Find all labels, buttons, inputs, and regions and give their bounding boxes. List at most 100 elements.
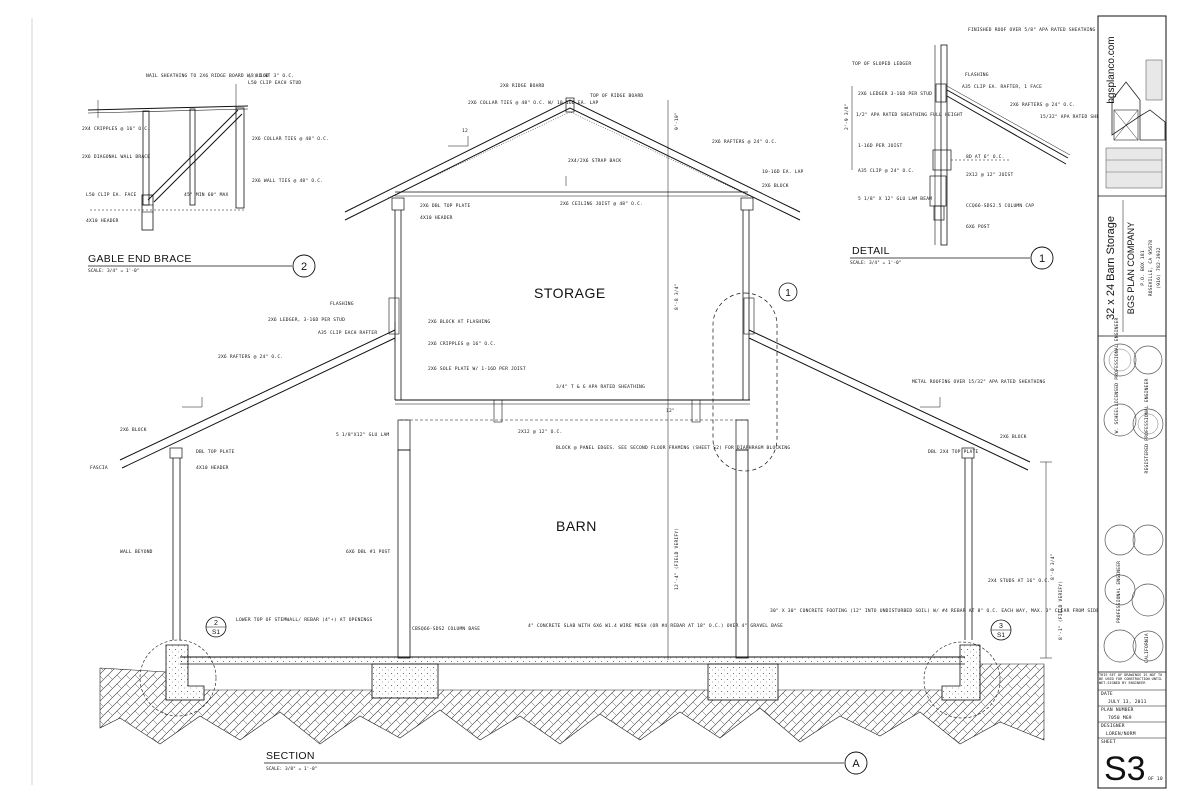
section-note-a35: A35 CLIP EACH RAFTER xyxy=(318,330,377,336)
section-note-header-left: 4X10 HEADER xyxy=(196,465,229,471)
section-note-block-top: 2X6 BLOCK xyxy=(762,183,789,189)
title-block-website: bgsplanco.com xyxy=(1106,36,1117,103)
section-dim-right: 8'-0 3/4" xyxy=(1050,553,1056,580)
gable-note-clip-top: L50 CLIP EACH STUD xyxy=(248,80,301,86)
detail-note-sheathing-left: 1/2" APA RATED SHEATHING FULL HEIGHT xyxy=(856,112,963,118)
section-note-block-left: 2X6 BLOCK xyxy=(120,427,147,433)
section-note-sole-plate: 2X6 SOLE PLATE W/ 1-16D PER JOIST xyxy=(428,366,526,372)
gable-note-cripples: 2X4 CRIPPLES @ 16" O.C. xyxy=(82,126,150,132)
section-note-slab: 4" CONCRETE SLAB WITH 6X6 W1.4 WIRE MESH… xyxy=(528,623,783,629)
title-block-phone: (916) 782-3932 xyxy=(1156,247,1162,289)
section-dim-right-field: 8'-1" (FIELD VERIFY) xyxy=(1058,581,1064,640)
section-marker-letter: A xyxy=(852,758,860,770)
section-note-studs: 2X4 STUDS AT 16" O.C. xyxy=(988,578,1050,584)
section-note-dbl-top-plate: 2X6 DBL TOP PLATE xyxy=(420,203,470,209)
section-note-wall-beyond: WALL BEYOND xyxy=(120,549,153,555)
section-note-column-base: CBSQ66-SDS2 COLUMN BASE xyxy=(412,626,480,632)
section-title: SECTION xyxy=(266,750,315,762)
section-note-strap: 2X4/2X6 STRAP BACK xyxy=(568,158,621,164)
gable-note-diagonal: 2X6 DIAGONAL WALL BRACE xyxy=(82,154,150,160)
gable-note-wall-ties: 2X6 WALL TIES @ 48" O.C. xyxy=(252,178,323,184)
detail-note-joist-nail: 1-16D PER JOIST xyxy=(858,143,903,149)
engineer-stamp-seals xyxy=(1103,343,1165,663)
detail-note-a35: A35 CLIP EA. RAFTER, 1 FACE xyxy=(962,84,1042,90)
gable-note-header: 4X10 HEADER xyxy=(86,218,119,224)
section-note-fascia: FASCIA xyxy=(90,465,108,471)
detail-note-post: 6X6 POST xyxy=(966,224,990,230)
detail-note-nails-8d: 8D AT 6" O.C. xyxy=(966,154,1005,160)
gable-end-brace-title: GABLE END BRACE xyxy=(88,253,192,265)
title-block-disclaimer: THIS SET OF DRAWINGS IS NOT TO BE USED F… xyxy=(1099,673,1163,685)
callout-2-number: 2 xyxy=(214,620,218,627)
section-scale: SCALE: 3/8" = 1'-0" xyxy=(266,766,317,772)
barn-logo-icon xyxy=(1105,59,1166,189)
stamp-text-state: CALIFORNIA xyxy=(1144,633,1150,663)
detail-note-joist: 2X12 @ 12" JOIST xyxy=(966,172,1013,178)
callout-1-number: 1 xyxy=(785,288,791,299)
section-note-nails-lap: 10-16D EA. LAP xyxy=(762,169,804,175)
stamp-text-licensed: LICENSED PROFESSIONAL ENGINEER xyxy=(1114,317,1120,406)
date-value: JULY 13, 2011 xyxy=(1108,699,1147,705)
detail-note-glulam: 5 1/8" X 12" GLU LAM BEAM xyxy=(858,196,932,202)
detail-note-rafters: 2X6 RAFTERS @ 24" O.C. xyxy=(1010,102,1075,108)
sheet-label: SHEET xyxy=(1101,739,1116,745)
section-note-ridge: 2X8 RIDGE BOARD xyxy=(500,83,545,89)
gable-scale: SCALE: 3/4" = 1'-0" xyxy=(88,268,139,274)
detail-note-sheathing-right: 15/32" APA RATED SHEATHING xyxy=(1040,114,1117,120)
detail-note-flashing: FLASHING xyxy=(965,72,989,78)
section-note-joists: 2X12 @ 12" O.C. xyxy=(518,429,563,435)
section-pitch-12: 12 xyxy=(462,128,468,134)
section-note-post: 6X6 DBL #1 POST xyxy=(346,549,391,555)
gable-note-clip-bottom: L50 CLIP EA. FACE xyxy=(86,192,136,198)
callout-3-number: 3 xyxy=(999,623,1003,630)
detail-marker-number: 1 xyxy=(1039,253,1045,265)
detail-note-top-ledger: TOP OF SLOPED LEDGER xyxy=(852,61,911,67)
detail-marker-circle xyxy=(1030,246,1054,270)
designer-label: DESIGNER xyxy=(1101,723,1125,729)
section-note-glulam: 5 1/8"X12" GLU LAM xyxy=(336,432,389,438)
detail-title: DETAIL xyxy=(852,245,890,257)
section-dim-upper: 9'-10" xyxy=(674,112,680,130)
title-block-address1: P.O. BOX 181 xyxy=(1140,250,1146,286)
stamp-text-name: W. SCHEEL xyxy=(1114,407,1120,434)
designer-value: LOREN/NORM xyxy=(1106,731,1136,737)
gable-note-collar: 2X6 COLLAR TIES @ 48" O.C. xyxy=(252,136,329,142)
title-block-address2: ROSEVILLE, CA 95678 xyxy=(1148,240,1154,296)
section-note-block-right: 2X6 BLOCK xyxy=(1000,434,1027,440)
detail-note-metal-roof: FINISHED ROOF OVER 5/8" APA RATED SHEATH… xyxy=(968,27,1096,33)
room-label-barn: BARN xyxy=(556,518,597,534)
section-note-block-flashing: 2X6 BLOCK AT FLASHING xyxy=(428,319,490,325)
section-note-metal-roof: METAL ROOFING OVER 15/32" APA RATED SHEA… xyxy=(912,379,1045,385)
gable-end-brace-detail xyxy=(87,84,249,231)
section-note-rafters-upper: 2X6 RAFTERS @ 24" O.C. xyxy=(712,139,777,145)
detail-note-ledger: 2X6 LEDGER 3-16D PER STUD xyxy=(858,91,932,97)
plan-number-value: 7050 MG9 xyxy=(1108,715,1132,721)
detail-scale: SCALE: 3/4" = 1'-0" xyxy=(850,260,901,266)
detail-1-drawing xyxy=(851,44,1071,246)
section-note-flashing: FLASHING xyxy=(330,301,354,307)
section-dim-floor: 12" xyxy=(666,408,675,414)
section-note-dbl-2x4-top: DBL 2X4 TOP PLATE xyxy=(928,449,978,455)
detail-note-column-cap: CCQ66-SDS2.5 COLUMN CAP xyxy=(966,203,1034,209)
section-note-stemwall: LOWER TOP OF STEMWALL/ REBAR (4"+) AT OP… xyxy=(236,617,372,623)
section-note-top-ridge: TOP OF RIDGE BOARD xyxy=(590,93,643,99)
callout-2-sheet: S1 xyxy=(212,629,220,636)
stamp-text-professional: PROFESSIONAL ENGINEER xyxy=(1116,561,1122,623)
section-note-ledger: 2X6 LEDGER, 3-16D PER STUD xyxy=(268,317,345,323)
section-note-tg: 3/4" T & G APA RATED SHEATHING xyxy=(556,384,645,390)
section-dim-storage: 8'-8 3/4" xyxy=(674,283,680,310)
section-note-blocking: BLOCK @ PANEL EDGES. SEE SECOND FLOOR FR… xyxy=(556,445,790,451)
section-note-dbl-top-left: DBL TOP PLATE xyxy=(196,449,235,455)
section-note-rafters-lower: 2X6 RAFTERS @ 24" O.C. xyxy=(218,354,283,360)
gable-note-angle: 45° MIN 60° MAX xyxy=(184,192,229,198)
gable-note-nail-top: (3) 16D xyxy=(248,73,269,79)
gable-marker-circle xyxy=(292,254,316,278)
gable-note-nail-sheathing: NAIL SHEATHING TO 2X6 RIDGE BOARD W/ 8D … xyxy=(146,73,294,79)
sheet-number: S3 xyxy=(1104,750,1146,788)
section-note-collar: 2X6 COLLAR TIES @ 48" O.C. W/ 10-16D EA.… xyxy=(468,100,599,106)
detail-note-a35-left: A35 CLIP @ 24" O.C. xyxy=(858,168,914,174)
callout-1-circle xyxy=(778,282,798,302)
date-label: DATE xyxy=(1101,691,1113,697)
room-label-storage: STORAGE xyxy=(534,285,606,301)
section-note-ceiling-joist: 2X6 CEILING JOIST @ 48" O.C. xyxy=(560,201,643,207)
